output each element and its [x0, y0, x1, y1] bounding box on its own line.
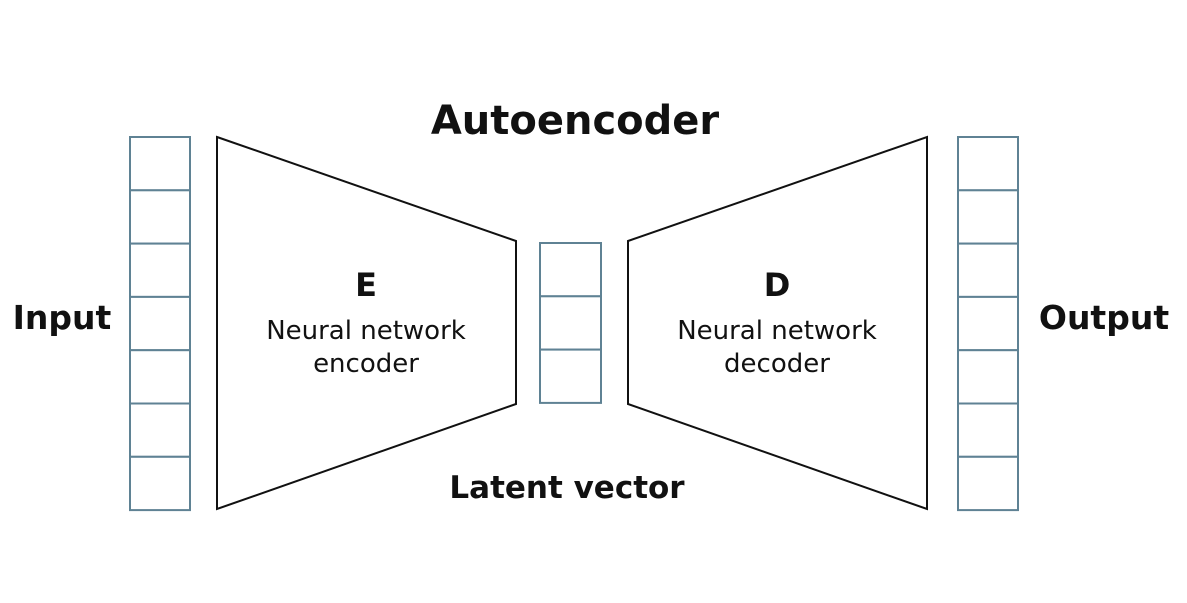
encoder-block: E Neural network encoder — [216, 135, 517, 511]
input-vector-cell — [129, 295, 191, 352]
encoder-description-line-1: Neural network — [266, 316, 466, 346]
encoder-description-line-2: encoder — [313, 349, 419, 379]
output-vector-cell — [957, 455, 1019, 512]
input-vector-cell — [129, 242, 191, 298]
output-vector-cell — [957, 349, 1019, 405]
output-vector — [957, 136, 1019, 512]
decoder-description-line-2: decoder — [724, 349, 830, 379]
input-vector-cell — [129, 189, 191, 245]
input-vector-cell — [129, 455, 191, 512]
output-label: Output — [1039, 298, 1169, 337]
input-label: Input — [13, 298, 112, 337]
input-vector — [129, 136, 191, 512]
input-vector-cell — [129, 136, 191, 192]
latent-vector-cell — [539, 295, 602, 351]
latent-vector-cell — [539, 348, 602, 404]
decoder-letter: D — [764, 266, 791, 304]
output-vector-cell — [957, 189, 1019, 245]
latent-vector-label: Latent vector — [449, 470, 685, 506]
diagram-title: Autoencoder — [431, 98, 720, 144]
decoder-block: D Neural network decoder — [627, 135, 928, 511]
input-vector-cell — [129, 349, 191, 405]
decoder-trapezoid — [627, 135, 928, 511]
output-vector-cell — [957, 402, 1019, 458]
encoder-letter: E — [355, 266, 377, 304]
output-vector-cell — [957, 242, 1019, 298]
input-vector-cell — [129, 402, 191, 458]
decoder-description-line-1: Neural network — [677, 316, 877, 346]
output-vector-cell — [957, 295, 1019, 352]
latent-vector — [539, 242, 602, 404]
latent-vector-cell — [539, 242, 602, 298]
output-vector-cell — [957, 136, 1019, 192]
encoder-trapezoid — [216, 135, 517, 511]
